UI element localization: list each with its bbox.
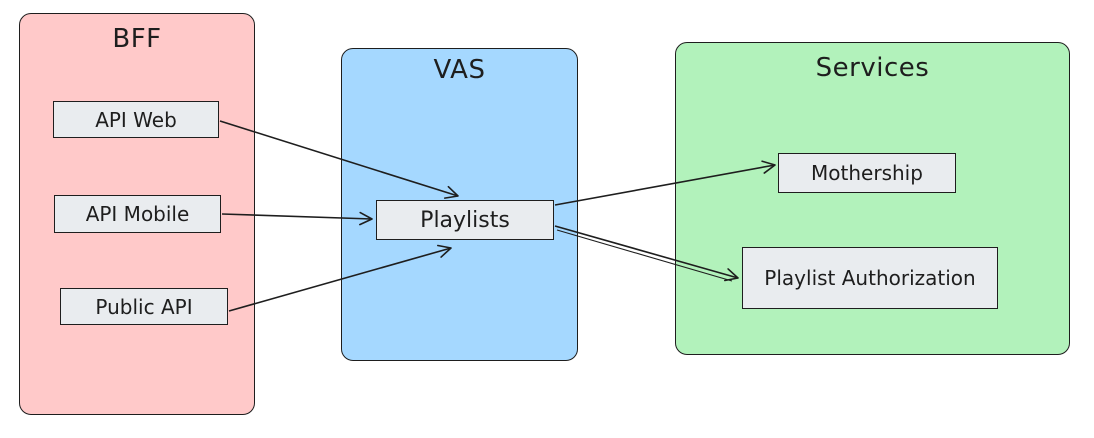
- node-api-web[interactable]: API Web: [53, 101, 219, 138]
- node-mothership[interactable]: Mothership: [778, 153, 956, 193]
- edge-public-api-to-playlists: [228, 244, 452, 312]
- node-playlists[interactable]: Playlists: [376, 200, 554, 240]
- edge-playlists-to-playlist-authorization-sketch: [556, 229, 733, 282]
- vas-group-title: VAS: [433, 55, 486, 85]
- node-public-api[interactable]: Public API: [60, 288, 228, 325]
- edge-playlists-to-playlist-authorization: [554, 225, 739, 282]
- edge-api-web-to-playlists: [219, 120, 459, 199]
- node-playlist-authorization[interactable]: Playlist Authorization: [742, 247, 998, 309]
- bff-group-title: BFF: [112, 24, 162, 54]
- edge-api-mobile-to-playlists: [221, 211, 373, 226]
- services-group-title: Services: [815, 53, 930, 83]
- edge-playlists-to-mothership: [554, 160, 776, 206]
- node-api-mobile[interactable]: API Mobile: [54, 195, 221, 233]
